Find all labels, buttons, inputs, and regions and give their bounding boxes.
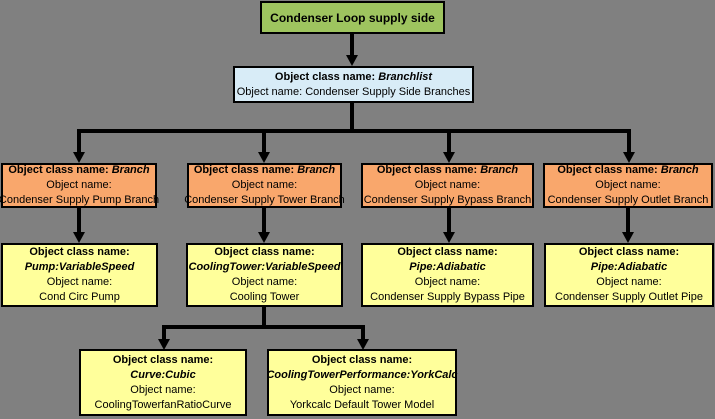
component-name-label: Object name: <box>414 276 481 288</box>
component-object-name: Condenser Supply Bypass Pipe <box>370 291 525 303</box>
node-bypass-pipe: Object class name: Pipe:Adiabatic Object… <box>361 243 534 307</box>
arrowhead-branch-bypass <box>443 152 455 163</box>
component-object-name: Cond Circ Pump <box>39 291 120 303</box>
branch-object-name: Condenser Supply Outlet Branch <box>547 194 709 206</box>
arrowhead-component-bypass <box>443 232 455 243</box>
component-class-label: Object class name: <box>214 246 315 258</box>
component-class-name: Pipe:Adiabatic <box>590 261 668 273</box>
component-class-label: Object class name: <box>578 246 680 258</box>
arrowhead-branch-tower <box>258 152 270 163</box>
branch-class-line: Object class name: Branch <box>8 164 150 176</box>
node-pump: Object class name: Pump:VariableSpeed Ob… <box>1 243 158 307</box>
component-class-name: CoolingTowerPerformance:YorkCalc <box>266 368 458 381</box>
arrowhead-branchlist <box>346 55 358 66</box>
arrowhead-performance <box>357 339 369 350</box>
arrowhead-component-pump <box>73 232 85 243</box>
connector-bypass-component <box>447 208 451 234</box>
connector-root-branchlist <box>350 34 354 57</box>
connector-drop-tower <box>262 129 266 153</box>
branchlist-class-line: Object class name: Branchlist <box>274 70 433 83</box>
component-class-name: Pipe:Adiabatic <box>409 261 486 273</box>
component-class-label: Object class name: <box>29 246 130 258</box>
node-branch-bypass: Object class name: Branch Object name: C… <box>361 163 534 208</box>
connector-drop-pump <box>77 129 81 153</box>
component-object-name: Yorkcalc Default Tower Model <box>289 398 435 411</box>
component-name-label: Object name: <box>130 383 196 396</box>
connector-branch-bar <box>77 129 631 133</box>
branch-class-line: Object class name: Branch <box>557 164 699 176</box>
node-outlet-pipe: Object class name: Pipe:Adiabatic Object… <box>544 243 714 307</box>
connector-drop-bypass <box>447 129 451 153</box>
arrowhead-curve <box>158 339 170 350</box>
node-branch-pump: Object class name: Branch Object name: C… <box>0 163 160 208</box>
node-loop-title-label: Condenser Loop supply side <box>270 10 435 25</box>
connector-tower-stem <box>262 307 266 329</box>
node-branchlist: Object class name: Branchlist Object nam… <box>233 66 474 103</box>
connector-pump-component <box>77 208 81 234</box>
branch-class-line: Object class name: Branch <box>193 164 336 176</box>
component-name-label: Object name: <box>596 276 662 288</box>
branch-object-name: Condenser Supply Tower Branch <box>184 194 345 206</box>
connector-drop-curve <box>162 325 166 341</box>
node-loop-title: Condenser Loop supply side <box>260 1 445 34</box>
branch-name-label: Object name: <box>46 179 112 191</box>
component-object-name: CoolingTowerfanRatioCurve <box>94 398 232 411</box>
arrowhead-component-tower <box>258 232 270 243</box>
node-branch-tower: Object class name: Branch Object name: C… <box>184 163 345 208</box>
component-object-name: Cooling Tower <box>229 291 300 303</box>
component-name-label: Object name: <box>46 276 113 288</box>
node-cooling-tower: Object class name: CoolingTower:Variable… <box>186 243 343 307</box>
connector-drop-performance <box>361 325 365 341</box>
node-tower-performance: Object class name: CoolingTowerPerforman… <box>266 349 458 416</box>
branch-object-name: Condenser Supply Bypass Branch <box>363 194 532 206</box>
node-curve-cubic: Object class name: Curve:Cubic Object na… <box>79 349 247 416</box>
connector-tower-bar <box>162 325 365 329</box>
component-class-label: Object class name: <box>397 246 498 258</box>
arrowhead-branch-pump <box>73 152 85 163</box>
component-object-name: Condenser Supply Outlet Pipe <box>555 291 703 303</box>
branchlist-name-line: Object name: Condenser Supply Side Branc… <box>236 85 471 98</box>
branch-name-label: Object name: <box>231 179 298 191</box>
branch-name-label: Object name: <box>595 179 661 191</box>
component-class-label: Object class name: <box>112 353 214 366</box>
connector-branchlist-stem <box>350 103 354 133</box>
branch-name-label: Object name: <box>414 179 481 191</box>
node-branch-outlet: Object class name: Branch Object name: C… <box>543 163 713 208</box>
component-class-label: Object class name: <box>311 353 413 366</box>
branch-class-line: Object class name: Branch <box>376 164 519 176</box>
branch-object-name: Condenser Supply Pump Branch <box>0 194 160 206</box>
component-class-name: Curve:Cubic <box>130 368 196 381</box>
component-name-label: Object name: <box>231 276 298 288</box>
arrowhead-branch-outlet <box>623 152 635 163</box>
connector-drop-outlet <box>627 129 631 153</box>
component-class-name: CoolingTower:VariableSpeed <box>188 261 341 273</box>
component-name-label: Object name: <box>329 383 395 396</box>
connector-outlet-component <box>626 208 630 234</box>
connector-tower-component <box>262 208 266 234</box>
component-class-name: Pump:VariableSpeed <box>24 261 135 273</box>
arrowhead-component-outlet <box>622 232 634 243</box>
